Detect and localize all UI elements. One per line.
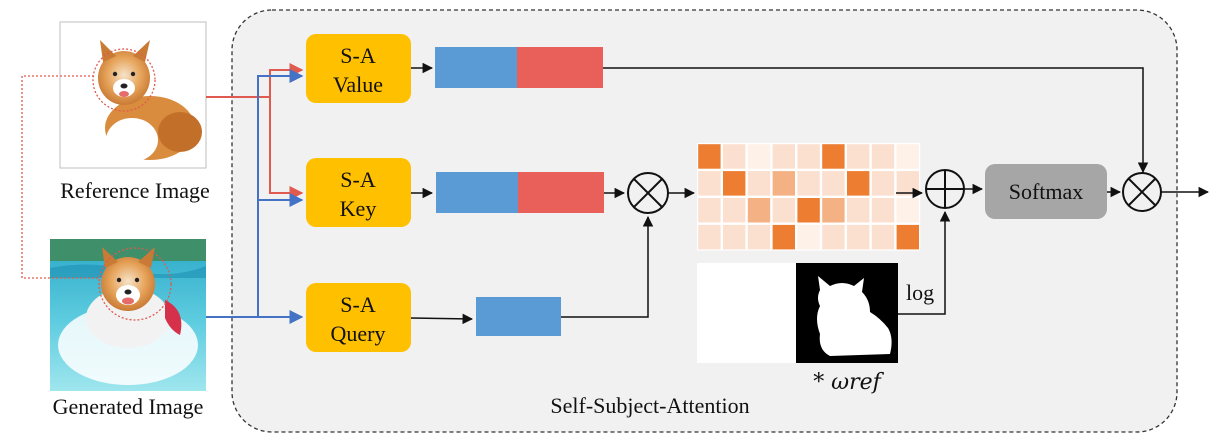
attention-map-cell — [698, 224, 721, 250]
log-label: log — [906, 280, 934, 305]
attention-map-cell — [896, 144, 919, 169]
attention-map-cell — [772, 171, 795, 196]
softmax-block: Softmax — [985, 164, 1107, 219]
attention-map-cell — [822, 198, 845, 223]
sa-value-line2: Value — [333, 72, 383, 97]
reference-subject-mask — [796, 263, 898, 363]
attention-map-cell — [723, 198, 746, 223]
sa-key-line2: Key — [340, 196, 377, 221]
value-to-output-arrow — [603, 67, 1149, 174]
generated-image-label: Generated Image — [53, 394, 204, 419]
attention-map-cell — [797, 171, 820, 196]
attention-map-cell — [772, 198, 795, 223]
reference-image-label: Reference Image — [60, 178, 210, 203]
sa-key-block: S-A Key — [306, 158, 411, 227]
value-token-bar — [435, 47, 603, 88]
sa-query-line1: S-A — [340, 292, 376, 317]
attention-map-cell — [847, 224, 870, 250]
key-token-bar — [436, 172, 604, 213]
ref-to-value-arrow — [206, 63, 304, 98]
attention-map-cell — [822, 144, 845, 169]
attention-map-cell — [896, 198, 919, 223]
attention-map-cell — [797, 144, 820, 169]
attention-map-cell — [797, 198, 820, 223]
mask-weight-label: * ωref — [813, 370, 884, 395]
subject-correspondence-link — [21, 75, 98, 279]
query-token-bar — [476, 297, 561, 336]
attention-map-cell — [698, 144, 721, 169]
attention-map-cell — [896, 224, 919, 250]
sa-query-block: S-A Query — [306, 283, 411, 352]
multiply-operator-qk — [627, 172, 669, 214]
sa-value-line1: S-A — [340, 43, 376, 68]
attention-map-cell — [896, 171, 919, 196]
softmax-label: Softmax — [1009, 179, 1084, 204]
sa-value-block: S-A Value — [306, 34, 411, 103]
attention-map-cell — [847, 144, 870, 169]
attention-map-cell — [698, 198, 721, 223]
sa-query-line2: Query — [331, 321, 386, 346]
add-operator — [925, 169, 965, 209]
attention-map-cell — [772, 224, 795, 250]
attention-map-cell — [871, 198, 895, 223]
attention-map-cell — [723, 144, 746, 169]
attention-map-cell — [822, 171, 845, 196]
attention-map-cell — [747, 144, 771, 169]
attention-map-cell — [723, 224, 746, 250]
reference-image — [59, 21, 207, 169]
gen-to-value-arrow — [257, 69, 304, 200]
multiply-operator-output — [1122, 172, 1162, 212]
attention-map-cell — [723, 171, 746, 196]
attention-map-cell — [747, 224, 771, 250]
sa-key-line1: S-A — [340, 167, 376, 192]
attention-map-cell — [871, 171, 895, 196]
attention-map-cell — [747, 171, 771, 196]
attention-map-cell — [698, 171, 721, 196]
attention-map-cell — [847, 198, 870, 223]
attention-map-cell — [822, 224, 845, 250]
attention-map-cell — [772, 144, 795, 169]
attention-map-cell — [871, 224, 895, 250]
attention-map-cell — [747, 198, 771, 223]
attention-map-cell — [797, 224, 820, 250]
generated-image — [50, 239, 206, 391]
attention-map — [697, 143, 921, 251]
blank-mask — [697, 263, 796, 363]
attention-map-cell — [847, 171, 870, 196]
attention-map-cell — [871, 144, 895, 169]
mask-log-arrow — [898, 210, 951, 315]
panel-caption: Self-Subject-Attention — [550, 393, 749, 418]
